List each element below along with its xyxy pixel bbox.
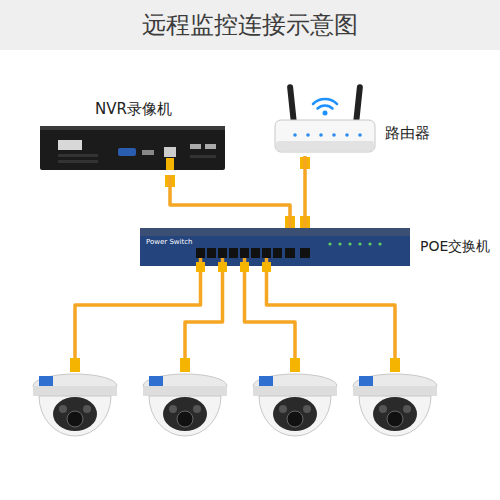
network-cable — [303, 156, 307, 228]
title-band — [0, 0, 500, 50]
dome-cameras — [33, 374, 437, 436]
panel-print: Power Switch — [146, 238, 193, 246]
switch-device — [140, 228, 410, 266]
device-label: NVR录像机 — [95, 100, 172, 118]
device-node: NVR录像机 — [35, 100, 230, 175]
dome-camera — [353, 374, 437, 436]
device-label: 路由器 — [385, 124, 430, 142]
device-node: Power Switch POE交换机 — [140, 228, 494, 266]
cable-plugs — [70, 262, 400, 372]
dome-camera — [143, 374, 227, 436]
device-node: 路由器 — [265, 78, 455, 156]
diagram-title: 远程监控连接示意图 — [0, 0, 500, 50]
network-cable — [170, 175, 290, 228]
device-label: POE交换机 — [420, 238, 490, 255]
camera-wires — [75, 258, 395, 360]
nvr-device — [40, 126, 225, 170]
dome-camera — [33, 374, 117, 436]
dome-camera — [253, 374, 337, 436]
router-device — [275, 84, 375, 152]
